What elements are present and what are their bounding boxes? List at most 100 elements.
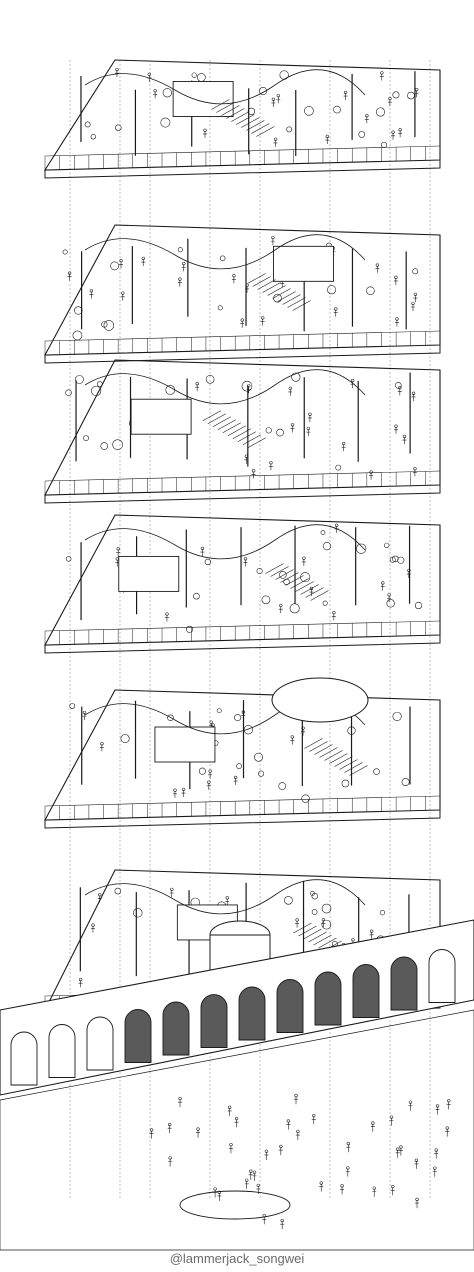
person-figure: [116, 547, 121, 557]
person-figure: [410, 301, 415, 311]
table-symbol: [110, 261, 120, 271]
stair-tread: [231, 111, 250, 122]
person-figure: [290, 423, 295, 433]
person-figure: [200, 546, 205, 557]
person-figure: [264, 1149, 269, 1160]
slab-outline: [44, 514, 441, 646]
person-figure: [181, 261, 186, 272]
table-symbol: [321, 919, 332, 930]
stair-tread: [202, 410, 221, 422]
table-symbol: [120, 734, 130, 744]
person-figure: [206, 780, 211, 790]
stair-tread: [300, 584, 319, 595]
arch-opening: [10, 1031, 38, 1086]
table-symbol: [241, 380, 253, 392]
table-symbol: [311, 909, 318, 915]
table-symbol: [320, 530, 326, 535]
table-symbol: [386, 599, 395, 608]
person-figure: [208, 769, 213, 779]
person-figure: [319, 1181, 324, 1192]
table-symbol: [197, 73, 206, 82]
person-figure: [234, 1116, 239, 1128]
table-symbol: [279, 571, 287, 579]
person-figure: [241, 710, 246, 720]
person-figure: [245, 283, 250, 293]
person-figure: [243, 557, 248, 567]
table-symbol: [198, 767, 206, 775]
stair-tread: [295, 581, 314, 592]
table-symbol: [286, 126, 293, 133]
table-symbol: [160, 117, 171, 128]
table-symbol: [114, 887, 122, 895]
stair-tread: [275, 569, 294, 580]
person-figure: [387, 96, 392, 107]
room-volume: [130, 398, 192, 435]
stair-tread: [226, 108, 245, 119]
person-figure: [402, 434, 407, 445]
slab-edge: [44, 635, 441, 654]
person-figure: [414, 1158, 419, 1169]
person-figure: [391, 130, 396, 140]
person-figure: [169, 887, 174, 897]
person-figure: [331, 610, 336, 621]
person-figure: [435, 1104, 440, 1115]
canopy-curve: [84, 234, 366, 270]
arch-opening: [352, 964, 380, 1018]
stair-tread: [334, 756, 353, 767]
person-figure: [389, 1115, 394, 1126]
table-symbol: [254, 752, 263, 762]
person-figure: [177, 277, 182, 287]
stair-tread: [298, 925, 317, 937]
table-symbol: [261, 595, 271, 605]
arch-opening: [428, 949, 456, 1003]
stair-tread: [305, 587, 324, 598]
stair-tread: [308, 931, 327, 943]
arch-opening: [314, 971, 342, 1026]
stair-tread: [324, 750, 343, 761]
stair-tread: [282, 294, 301, 305]
stair-tread: [303, 928, 322, 940]
table-symbol: [75, 375, 84, 384]
table-symbol: [101, 321, 108, 328]
slab-outline: [44, 224, 441, 356]
stair-tread: [277, 291, 296, 302]
table-symbol: [301, 794, 310, 803]
table-symbol: [236, 763, 242, 770]
person-figure: [141, 256, 146, 267]
table-symbol: [397, 556, 405, 564]
table-symbol: [284, 896, 293, 905]
person-figure: [271, 97, 276, 107]
person-figure: [414, 87, 419, 98]
table-symbol: [115, 124, 122, 131]
person-figure: [78, 977, 83, 988]
arch-opening: [238, 986, 266, 1041]
person-figure: [233, 775, 238, 786]
table-symbol: [112, 439, 123, 450]
person-figure: [90, 923, 95, 933]
stair-tread: [207, 413, 226, 425]
slab-edge: [44, 345, 441, 364]
person-figure: [120, 291, 125, 301]
stair-tread: [227, 425, 246, 437]
person-figure: [260, 316, 265, 326]
person-figure: [372, 1186, 377, 1197]
person-figure: [248, 1169, 253, 1180]
person-figure: [412, 467, 417, 477]
table-symbol: [247, 107, 256, 116]
person-figure: [178, 1096, 183, 1108]
table-symbol: [216, 708, 222, 714]
table-symbol: [407, 91, 415, 100]
person-figure: [387, 593, 392, 603]
person-figure: [350, 378, 355, 389]
person-figure: [380, 581, 385, 591]
person-figure: [278, 603, 283, 614]
stair-tread: [267, 285, 286, 296]
person-figure: [244, 454, 249, 464]
person-figure: [306, 426, 311, 437]
table-symbol: [384, 542, 390, 548]
person-figure: [341, 441, 346, 452]
arcade-facade: [0, 919, 474, 1096]
person-figure: [432, 1166, 437, 1177]
person-figure: [228, 1142, 233, 1154]
stair-tread: [309, 741, 328, 752]
